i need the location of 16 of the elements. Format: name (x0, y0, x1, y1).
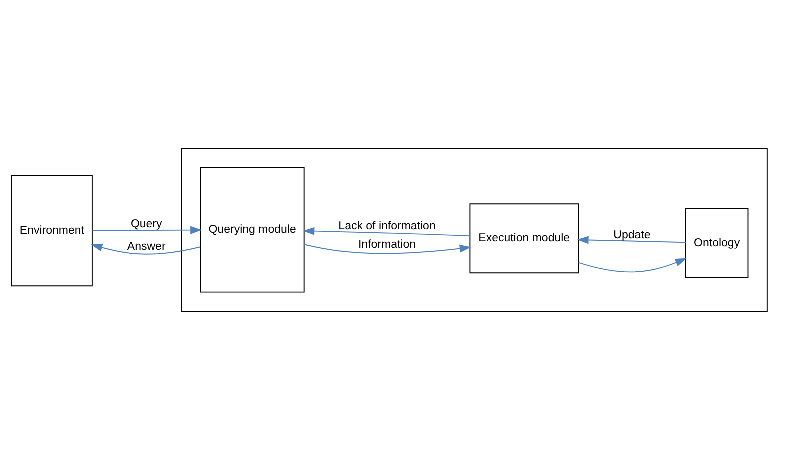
edge-label: Query (130, 218, 162, 230)
node-box: Environment (11, 174, 93, 286)
arrow (578, 258, 687, 272)
arrow (92, 226, 202, 234)
node-box: Ontology (685, 208, 749, 278)
edge-label: Information (358, 238, 416, 250)
edge-label: Update (614, 228, 651, 241)
arrow (304, 244, 472, 254)
edge-label: Lack of information (338, 220, 436, 232)
cluster (181, 148, 768, 312)
node-box: Execution module (470, 203, 580, 274)
arrow (577, 236, 686, 244)
node-box: Querying module (200, 166, 305, 292)
edge-label: Answer (127, 240, 166, 252)
arrow (303, 226, 471, 236)
arrow (91, 243, 201, 254)
